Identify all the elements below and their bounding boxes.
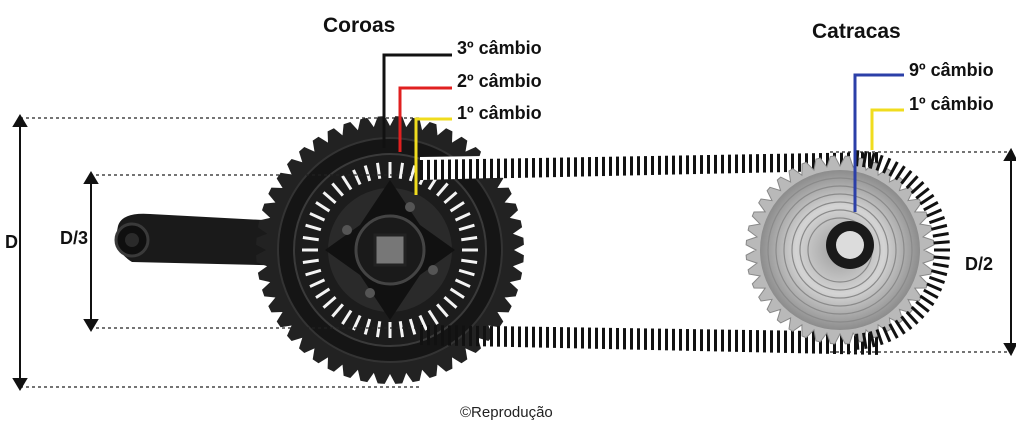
- chain-on-cassette: [855, 150, 950, 350]
- image-credit: ©Reprodução: [460, 404, 553, 421]
- chainring-label-3rd: 3º câmbio: [457, 38, 542, 58]
- chain-lower: [420, 325, 878, 355]
- chainring-label-2nd: 2º câmbio: [457, 71, 542, 91]
- chainring-label-1st: 1º câmbio: [457, 103, 542, 123]
- leader-line-9th: [853, 73, 904, 212]
- leader-line-1st: [414, 117, 452, 195]
- cassette-label-9th: 9º câmbio: [909, 60, 994, 80]
- leader-line-3rd: [382, 53, 452, 148]
- chainrings-title: Coroas: [323, 14, 396, 37]
- dimension-label-d2: D/2: [965, 254, 994, 274]
- crank-arm: [114, 213, 300, 266]
- dimension-lines: [20, 117, 1016, 388]
- dimension-label-d3: D/3: [60, 228, 89, 248]
- cassette-label-1st: 1º câmbio: [909, 94, 994, 114]
- leader-line-2nd: [398, 86, 452, 152]
- chainring-leader-lines: [382, 53, 452, 195]
- dimension-label-d: D: [5, 232, 18, 252]
- dimension-arrows: [12, 114, 1016, 391]
- leader-line-1st-cog: [870, 108, 904, 150]
- cassette-leader-lines: [853, 73, 904, 212]
- cassette-lockring: [826, 221, 874, 269]
- cassette-title: Catracas: [812, 20, 901, 43]
- crank-spider: [325, 180, 455, 320]
- chain-upper: [420, 150, 880, 180]
